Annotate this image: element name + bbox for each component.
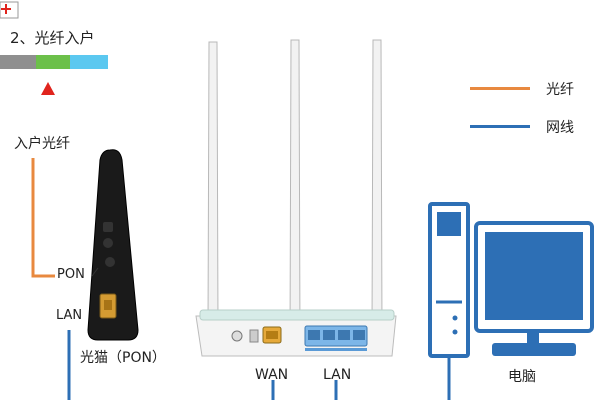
legend-line-cable — [470, 125, 530, 128]
computer-monitor — [474, 221, 594, 356]
legend-label-cable: 网线 — [546, 120, 574, 136]
router-antennas — [207, 39, 383, 341]
fiber-connection-line — [31, 158, 55, 278]
legend-label-fiber: 光纤 — [546, 82, 574, 98]
onu-device-label: 光猫（PON） — [80, 350, 166, 366]
onu-lan-label: LAN — [56, 308, 83, 323]
router-body — [195, 309, 397, 357]
onu-device — [87, 149, 139, 341]
computer-tower — [428, 202, 470, 358]
step-title: 2、光纤入户 — [10, 29, 95, 47]
progress-segment-current — [36, 55, 70, 69]
fiber-in-label: 入户光纤 — [14, 136, 70, 152]
corner-icon — [0, 0, 22, 22]
onu-port-leaders — [91, 267, 99, 277]
legend-item-cable: 网线 — [460, 113, 590, 139]
progress-marker-icon — [41, 80, 55, 99]
progress-segment-next — [70, 55, 108, 69]
onu-pon-label: PON — [57, 267, 85, 282]
progress-bar — [0, 55, 108, 69]
legend-item-fiber: 光纤 — [460, 75, 590, 101]
router-lan-label: LAN — [323, 367, 352, 383]
router-cables — [271, 380, 338, 400]
progress-segment-done — [0, 55, 36, 69]
legend: 光纤 网线 — [460, 75, 590, 145]
router-wan-label: WAN — [255, 367, 289, 383]
legend-line-fiber — [470, 87, 530, 90]
computer-label: 电脑 — [508, 369, 536, 385]
